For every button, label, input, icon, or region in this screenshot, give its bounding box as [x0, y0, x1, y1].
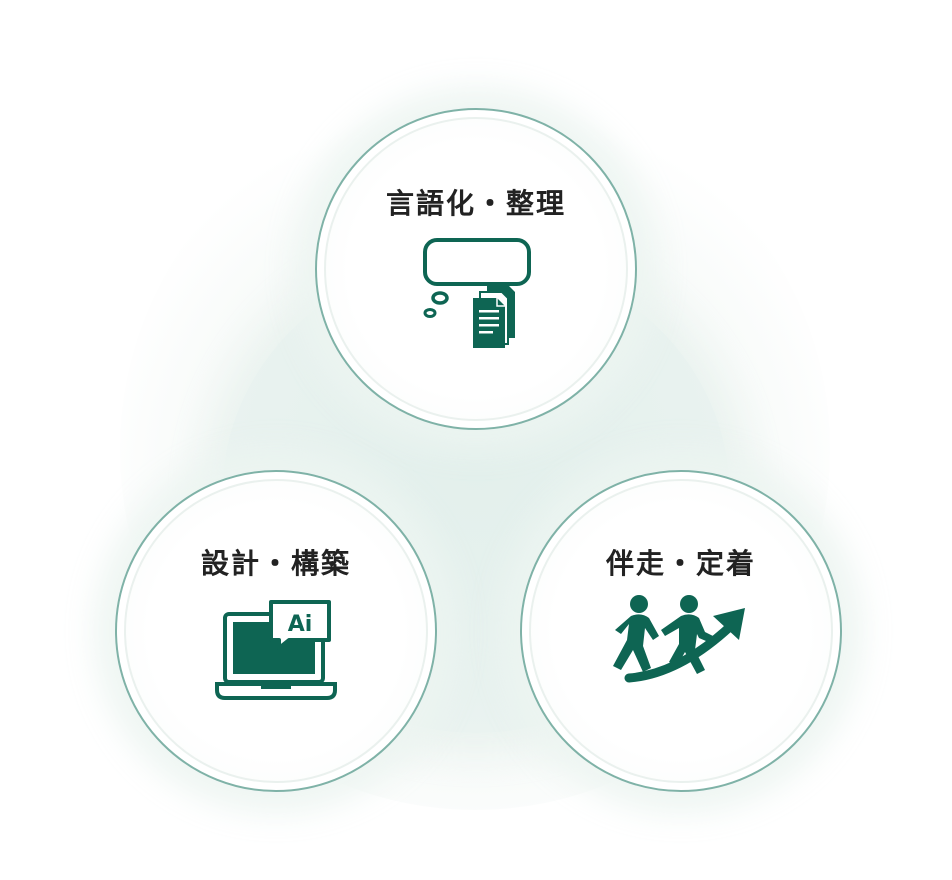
node-label: 言語化・整理 [385, 187, 566, 220]
node-design-build: 設計・構築 Ai [115, 470, 437, 792]
people-running-arrow-icon [613, 595, 745, 683]
node-label: 設計・構築 [200, 547, 351, 580]
node-support-adoption: 伴走・定着 [520, 470, 842, 792]
node-ring [115, 470, 437, 792]
node-ring [520, 470, 842, 792]
node-inner-ring [324, 117, 628, 421]
node-label: 伴走・定着 [605, 547, 756, 580]
laptop-ai-icon: Ai [215, 600, 337, 700]
ai-badge-text: Ai [288, 612, 313, 637]
node-ring [315, 108, 637, 430]
node-verbalize-organize: 言語化・整理 [315, 108, 637, 430]
speech-bubble-document-icon [423, 238, 531, 348]
